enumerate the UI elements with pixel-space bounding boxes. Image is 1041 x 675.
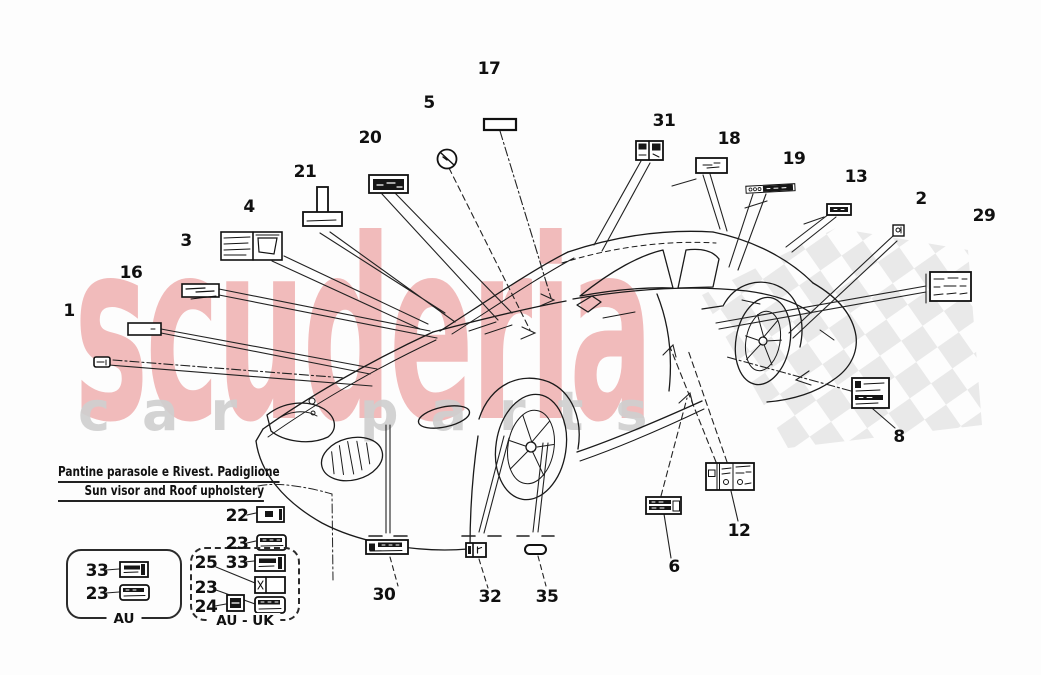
sticker-5 (436, 148, 458, 170)
watermark-layer: scuderia car parts (74, 187, 982, 478)
sticker-8 (851, 377, 890, 409)
car-illustration (255, 230, 857, 551)
sticker-33-auuk (254, 554, 286, 572)
callout-number-31: 31 (652, 111, 676, 131)
brand-watermark-text: scuderia (74, 187, 651, 478)
callout-number-19: 19 (782, 149, 806, 169)
sticker-12 (705, 462, 755, 491)
sticker-21 (302, 186, 343, 227)
callout-number-23: 23 (225, 534, 249, 554)
sticker-16 (127, 322, 162, 336)
callout-number-18: 18 (717, 129, 741, 149)
brand-watermark-subtext: car parts (78, 380, 680, 443)
callout-number-22: 22 (225, 506, 249, 526)
sticker-2 (892, 224, 905, 237)
callout-number-24: 24 (194, 597, 218, 617)
callout-number-17: 17 (477, 59, 501, 79)
group-box-au-uk-label: AU - UK (209, 613, 281, 629)
sticker-22 (256, 506, 285, 523)
sticker-31 (635, 140, 664, 161)
callout-number-2: 2 (915, 189, 927, 209)
leader-lines (105, 130, 927, 607)
sticker-30 (365, 539, 409, 555)
callout-number-12: 12 (727, 521, 751, 541)
sticker-23-au (119, 584, 150, 601)
sticker-19 (745, 183, 796, 194)
callout-number-4: 4 (243, 197, 255, 217)
sticker-13 (826, 203, 852, 216)
checkered-flag-watermark (702, 228, 982, 448)
sticker-4 (220, 231, 283, 261)
sticker-3 (181, 283, 220, 300)
sticker-33-au (119, 561, 149, 578)
callout-number-23: 23 (194, 578, 218, 598)
sticker-18 (695, 157, 728, 174)
sticker-24-auuk (226, 594, 245, 612)
callout-number-20: 20 (358, 128, 382, 148)
callout-number-30: 30 (372, 585, 396, 605)
sticker-29 (929, 271, 972, 302)
caption-line-english: Sun visor and Roof upholstery (58, 483, 264, 502)
sticker-17 (482, 117, 518, 132)
callout-number-33: 33 (85, 561, 109, 581)
sticker-6 (645, 496, 682, 515)
sticker-32 (465, 542, 487, 558)
callout-number-23: 23 (85, 584, 109, 604)
callout-number-33: 33 (225, 553, 249, 573)
sticker-23-auuk (254, 596, 286, 614)
group-box-au-uk: AU - UK (190, 547, 300, 629)
callout-number-25: 25 (194, 553, 218, 573)
caption-block: Pantine parasole e Rivest. Padiglione Su… (58, 464, 280, 502)
callout-number-32: 32 (478, 587, 502, 607)
sticker-23-loose (256, 534, 287, 551)
callout-number-1: 1 (63, 301, 75, 321)
callout-number-29: 29 (972, 206, 996, 226)
caption-line-italian: Pantine parasole e Rivest. Padiglione (58, 464, 280, 483)
callout-number-21: 21 (293, 162, 317, 182)
sticker-20 (368, 174, 409, 194)
callout-number-8: 8 (893, 427, 905, 447)
stickers (93, 117, 972, 614)
callout-number-5: 5 (423, 93, 435, 113)
group-box-au: AU (66, 549, 182, 627)
sticker-25-auuk (254, 576, 286, 594)
sticker-1 (93, 356, 111, 368)
callout-number-16: 16 (119, 263, 143, 283)
callout-number-35: 35 (535, 587, 559, 607)
sticker-35 (524, 544, 547, 555)
group-box-au-label: AU (106, 611, 142, 627)
callout-number-6: 6 (668, 557, 680, 577)
callout-number-3: 3 (180, 231, 192, 251)
callout-number-13: 13 (844, 167, 868, 187)
